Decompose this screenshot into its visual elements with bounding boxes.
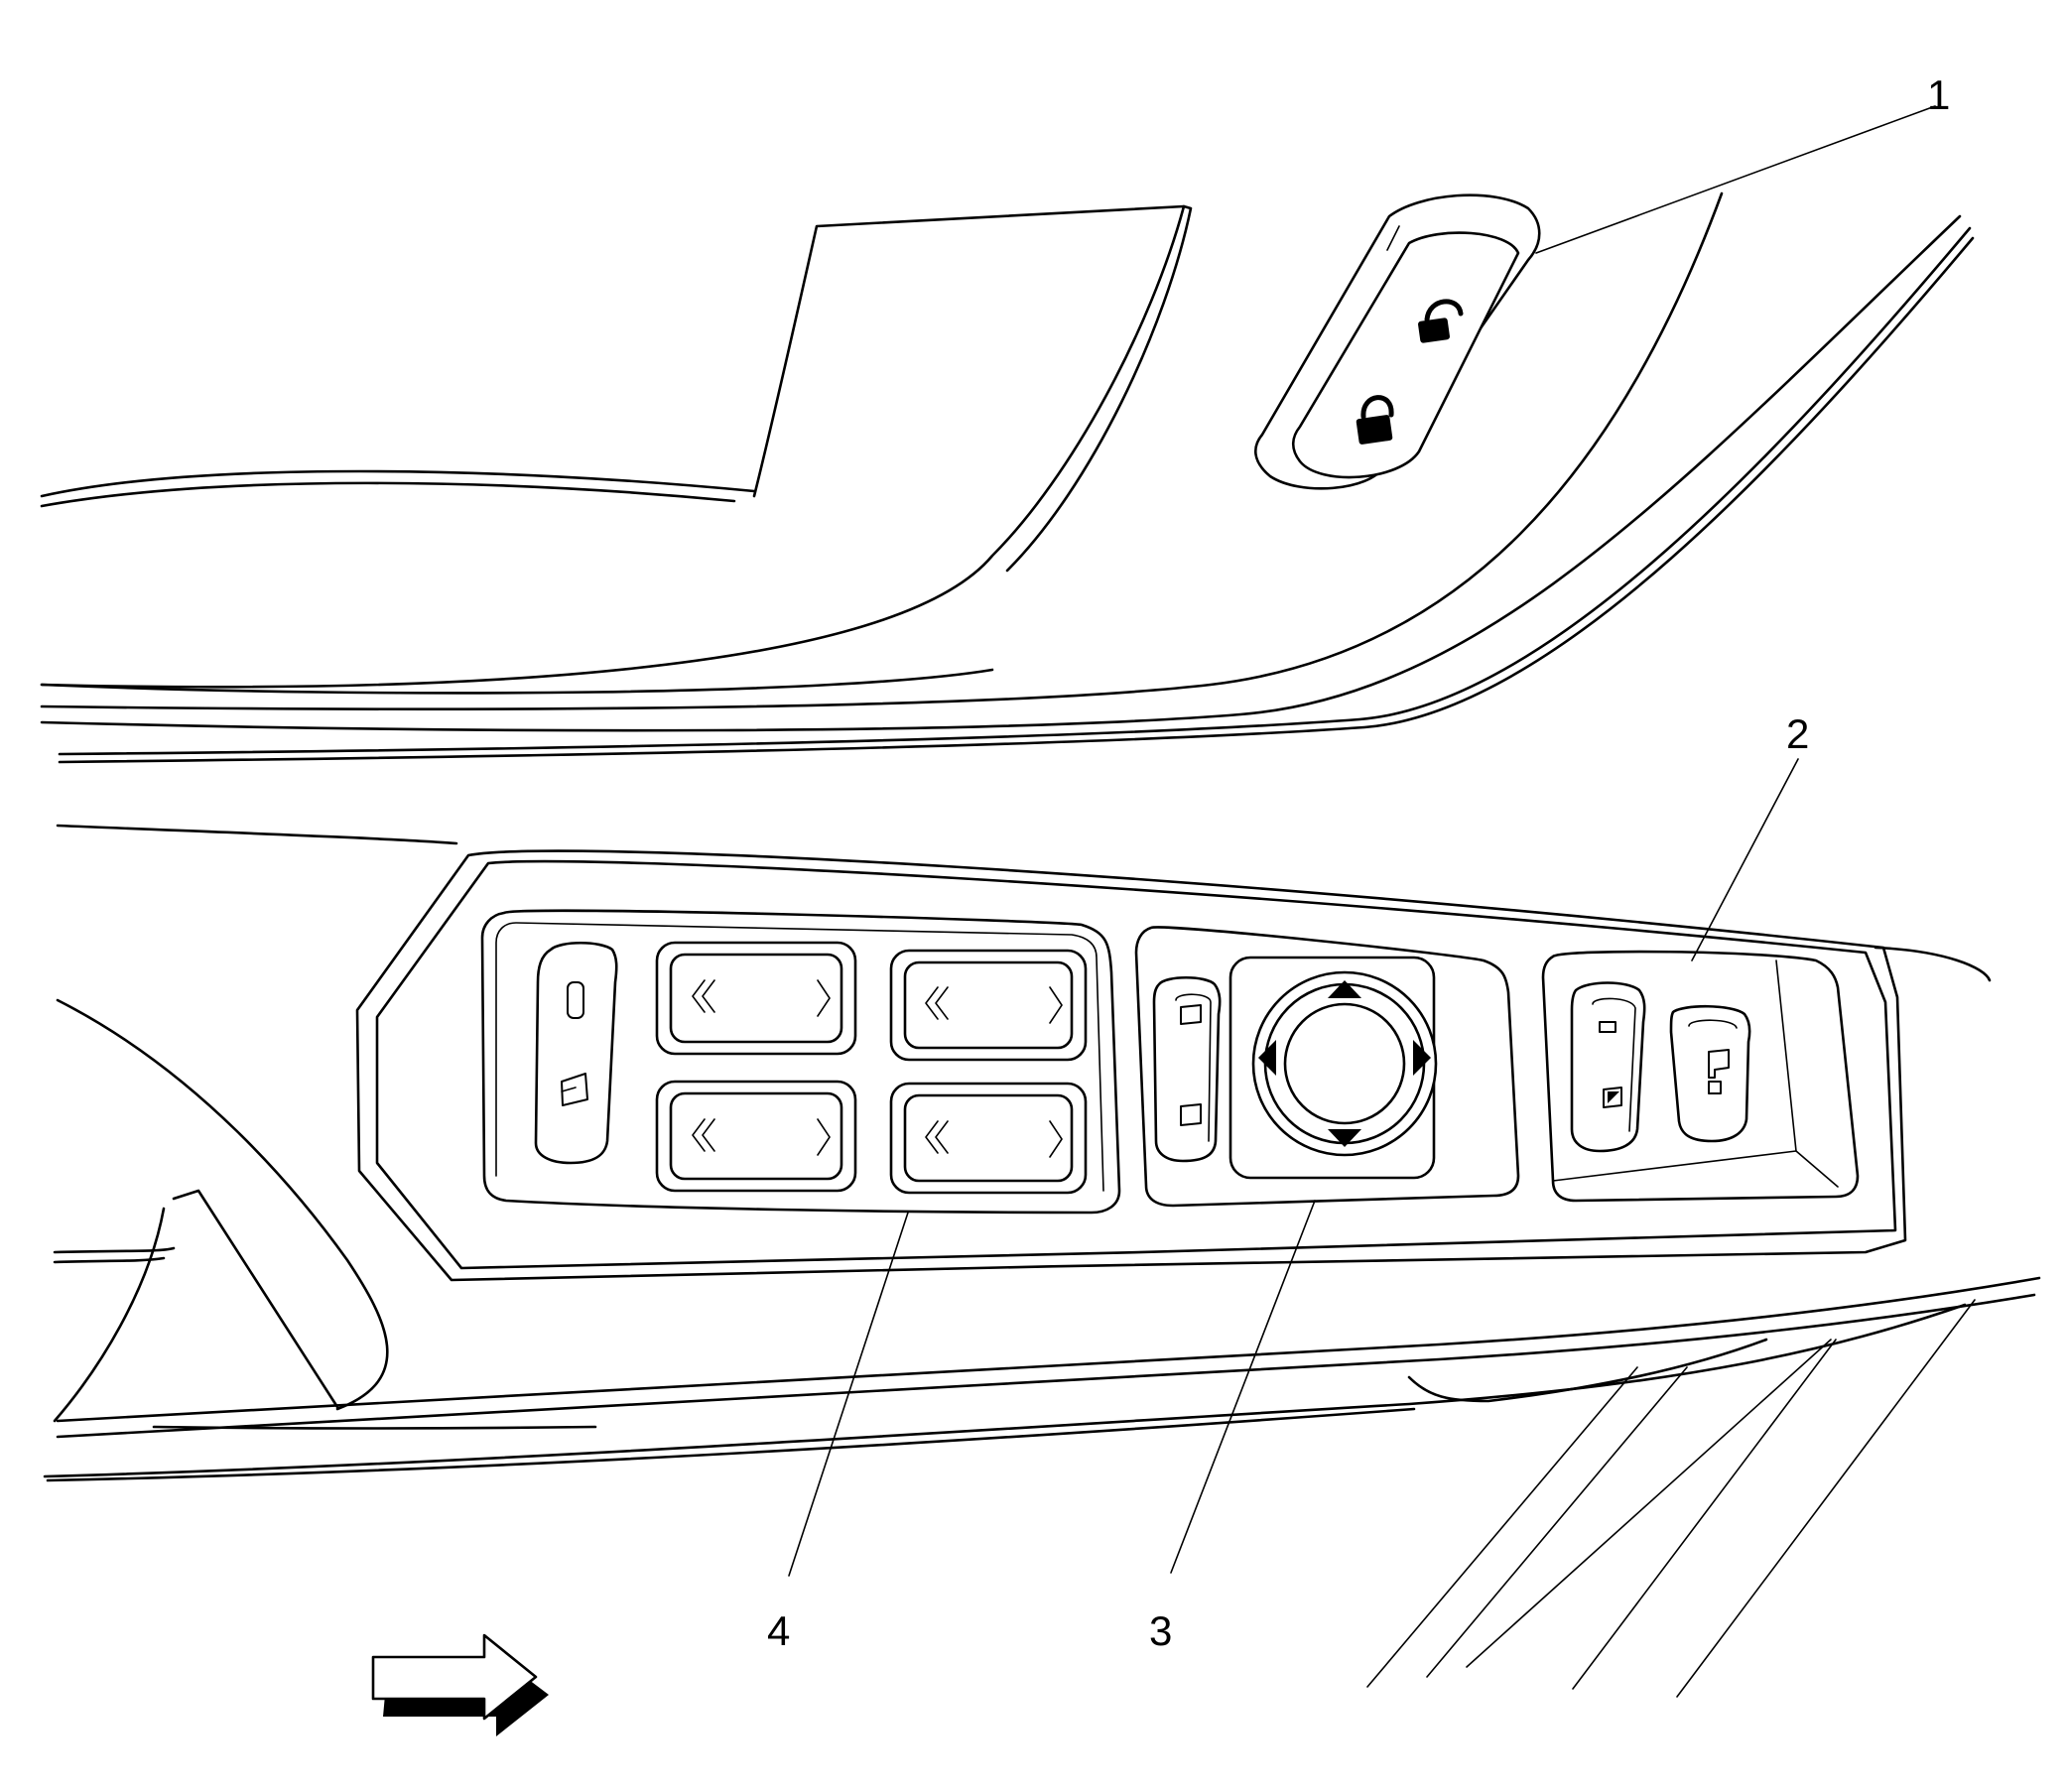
- auxiliary-switch-cluster: [1541, 950, 1860, 1203]
- leader-line-2: [1691, 758, 1799, 961]
- unlock-icon: [1418, 299, 1464, 343]
- window-switch-right-front: [889, 949, 1088, 1062]
- callout-1: 1: [1927, 71, 1950, 118]
- leader-line-4: [788, 1212, 909, 1577]
- callout-2: 2: [1786, 710, 1809, 757]
- mirror-switch-cluster: [1134, 926, 1520, 1208]
- right-arrow-icon: [371, 1633, 549, 1736]
- armrest: [43, 824, 2041, 1482]
- window-switch-right-rear: [889, 1082, 1088, 1195]
- window-switch-left-rear: [655, 1080, 857, 1193]
- leader-line-3: [1170, 1200, 1316, 1574]
- leader-lines: [788, 105, 1936, 1577]
- callout-labels: 1 2 3 4: [767, 71, 1950, 1654]
- leader-line-1: [1535, 105, 1936, 254]
- mirror-joystick: [1228, 956, 1438, 1180]
- window-switch-left-front: [655, 941, 857, 1056]
- door-lower-edge: [1366, 1299, 1976, 1698]
- lock-switch-rocker: [1291, 231, 1520, 479]
- pull-cup: [40, 204, 1186, 689]
- mirror-select-switch: [1152, 976, 1222, 1163]
- callout-4: 4: [767, 1607, 790, 1654]
- aux-switch-right: [1669, 1004, 1751, 1143]
- door-lock-switch: [1254, 193, 1541, 490]
- window-switch-cluster: [480, 909, 1121, 1215]
- aux-switch-left: [1570, 981, 1646, 1153]
- switch-panel-outer: [355, 849, 1907, 1282]
- window-lockout-switch: [534, 942, 618, 1165]
- upper-door-trim: [40, 192, 1975, 764]
- lock-icon: [1356, 395, 1394, 445]
- four-way-arrow-icon: [1258, 980, 1431, 1147]
- callout-3: 3: [1149, 1607, 1172, 1654]
